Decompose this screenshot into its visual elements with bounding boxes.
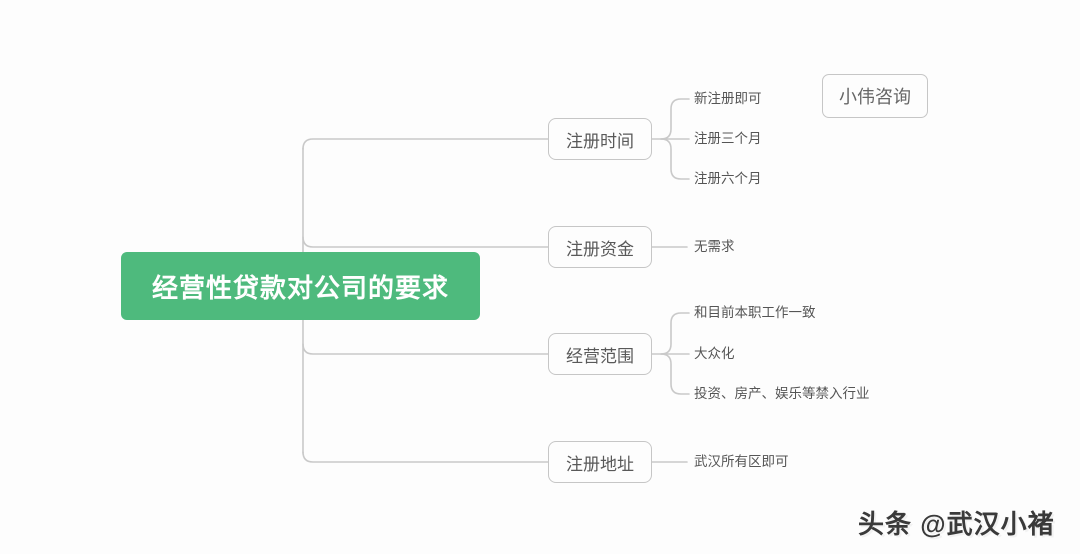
child-topic[interactable]: 无需求: [694, 239, 735, 254]
child-line-b2-down: [660, 353, 690, 395]
branch-topic-registration-time[interactable]: 注册时间: [548, 118, 652, 160]
child-topic[interactable]: 和目前本职工作一致: [694, 305, 816, 320]
branch-line-2: [302, 343, 549, 355]
child-topic[interactable]: 武汉所有区即可: [694, 454, 789, 469]
child-line-b0-up: [660, 98, 690, 140]
floating-topic[interactable]: 小伟咨询: [822, 74, 928, 118]
branch-line-3: [302, 451, 549, 463]
child-topic[interactable]: 投资、房产、娱乐等禁入行业: [694, 386, 870, 401]
child-topic[interactable]: 大众化: [694, 346, 735, 361]
branch-line-1: [302, 236, 549, 248]
child-topic[interactable]: 新注册即可: [694, 91, 762, 106]
branch-topic-business-scope[interactable]: 经营范围: [548, 333, 652, 375]
watermark: 头条 @武汉小褚: [858, 509, 1055, 539]
root-topic[interactable]: 经营性贷款对公司的要求: [121, 252, 480, 320]
branch-topic-registered-capital[interactable]: 注册资金: [548, 226, 652, 268]
branch-line-0: [302, 138, 549, 150]
child-topic[interactable]: 注册三个月: [694, 131, 762, 146]
child-line-b0-down: [660, 138, 690, 180]
child-line-b2-up: [660, 312, 690, 355]
child-topic[interactable]: 注册六个月: [694, 171, 762, 186]
branch-topic-registered-address[interactable]: 注册地址: [548, 441, 652, 483]
